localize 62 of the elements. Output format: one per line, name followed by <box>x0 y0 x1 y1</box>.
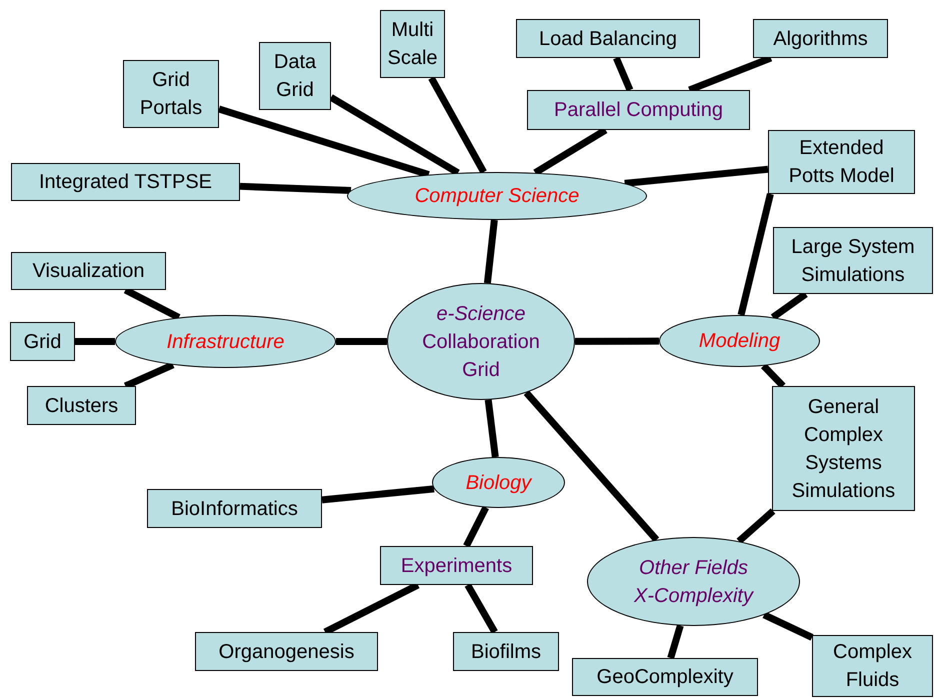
node-label: Visualization <box>32 259 144 284</box>
connector-line <box>75 338 115 345</box>
leaf-box <box>768 130 915 194</box>
node-label: Clusters <box>44 394 118 418</box>
connector-line <box>762 612 814 641</box>
node-label: Algorithms <box>773 26 868 52</box>
node-label: Grid <box>24 330 62 354</box>
connector-line <box>484 220 498 284</box>
leaf-box <box>773 227 933 294</box>
node-label: Parallel Computing <box>554 98 723 123</box>
leaf-box <box>753 19 888 58</box>
node-label: General Complex Systems Simulations <box>790 394 896 504</box>
leaf-box <box>11 163 240 201</box>
leaf-box <box>147 489 322 528</box>
leaf-box <box>812 635 933 697</box>
leaf-box <box>572 658 758 696</box>
leaf-box <box>259 42 331 110</box>
connector-line <box>736 508 776 544</box>
connector-line <box>336 338 387 345</box>
leaf-box <box>453 632 559 671</box>
node-label: Computer Science <box>414 184 580 209</box>
leaf-box <box>772 386 915 511</box>
connector-line <box>624 166 768 187</box>
leaf-box <box>195 632 378 671</box>
leaf-box <box>516 19 700 58</box>
connector-line <box>240 182 352 194</box>
node-label: Other Fields X-Complexity <box>632 556 755 608</box>
connector-line <box>322 485 434 504</box>
node-label: Complex Fluids <box>832 640 913 693</box>
subtopic-box <box>527 90 750 130</box>
connector-line <box>463 506 489 548</box>
connector-line <box>667 624 684 659</box>
node-label: Integrated TSTPSE <box>38 170 212 195</box>
node-label: BioInformatics <box>171 496 298 522</box>
connector-line <box>613 56 634 92</box>
node-label: Multi Scale <box>388 18 438 71</box>
connector-line <box>574 338 660 345</box>
leaf-box <box>123 60 219 128</box>
leaf-box <box>11 252 166 290</box>
node-label: Infrastructure <box>166 330 284 354</box>
leaf-box <box>10 322 75 361</box>
subtopic-box <box>380 546 533 585</box>
node-label: Biology <box>466 470 532 496</box>
connector-line <box>524 390 660 542</box>
node-label: Organogenesis <box>218 640 354 664</box>
leaf-box <box>380 10 445 78</box>
node-label: Load Balancing <box>539 26 677 52</box>
connector-line <box>218 106 430 178</box>
node-label: Modeling <box>698 329 780 354</box>
connector-line <box>484 399 499 458</box>
node-label: GeoComplexity <box>596 665 734 690</box>
node-label: Biofilms <box>470 640 541 664</box>
connector-line <box>738 193 774 316</box>
node-label: e-Science Collaboration Grid <box>421 302 541 382</box>
node-label: Experiments <box>400 554 512 578</box>
node-label: Grid Portals <box>138 68 204 121</box>
node-label: Data Grid <box>272 50 318 103</box>
connector-line <box>428 76 487 174</box>
node-label: Large System Simulations <box>790 234 916 288</box>
node-label: Extended Potts Model <box>788 136 896 189</box>
leaf-box <box>27 386 136 425</box>
connector-line <box>464 583 498 634</box>
